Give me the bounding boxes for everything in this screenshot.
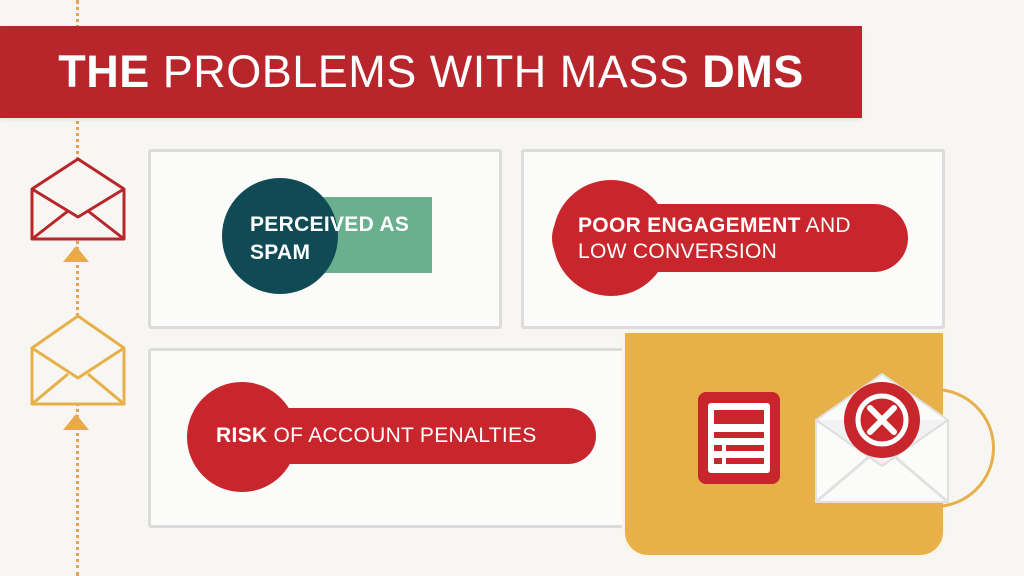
penalties-label-rest: OF ACCOUNT PENALTIES bbox=[267, 424, 537, 447]
engagement-red-circle bbox=[553, 180, 669, 296]
title-bold-start: THE bbox=[58, 46, 150, 97]
penalties-label: RISK OF ACCOUNT PENALTIES bbox=[216, 423, 596, 449]
page-title: THE PROBLEMS WITH MASS DMS bbox=[0, 26, 862, 118]
penalties-red-circle bbox=[187, 382, 297, 492]
arrow-up-icon bbox=[63, 246, 89, 262]
title-middle: PROBLEMS WITH MASS bbox=[149, 46, 703, 97]
envelope-open-icon bbox=[28, 312, 128, 408]
title-banner bbox=[0, 26, 862, 118]
title-bold-end: DMS bbox=[702, 46, 804, 97]
penalties-label-bold: RISK bbox=[216, 424, 268, 447]
envelope-open-icon bbox=[28, 155, 128, 243]
engagement-label-rest: AND bbox=[800, 214, 851, 237]
blocked-envelope-icon bbox=[812, 368, 952, 506]
spam-label: PERCEIVED AS SPAM bbox=[250, 211, 430, 267]
spam-label-line1: PERCEIVED AS bbox=[250, 213, 410, 236]
arrow-up-icon bbox=[63, 414, 89, 430]
spam-teal-circle bbox=[222, 178, 338, 294]
engagement-label-bold: POOR ENGAGEMENT bbox=[578, 214, 801, 237]
timeline-dotted-line bbox=[76, 0, 79, 576]
engagement-label: POOR ENGAGEMENT AND LOW CONVERSION bbox=[578, 213, 898, 265]
document-icon bbox=[696, 390, 782, 486]
engagement-label-line2: LOW CONVERSION bbox=[578, 240, 778, 263]
spam-label-line2: SPAM bbox=[250, 241, 311, 264]
